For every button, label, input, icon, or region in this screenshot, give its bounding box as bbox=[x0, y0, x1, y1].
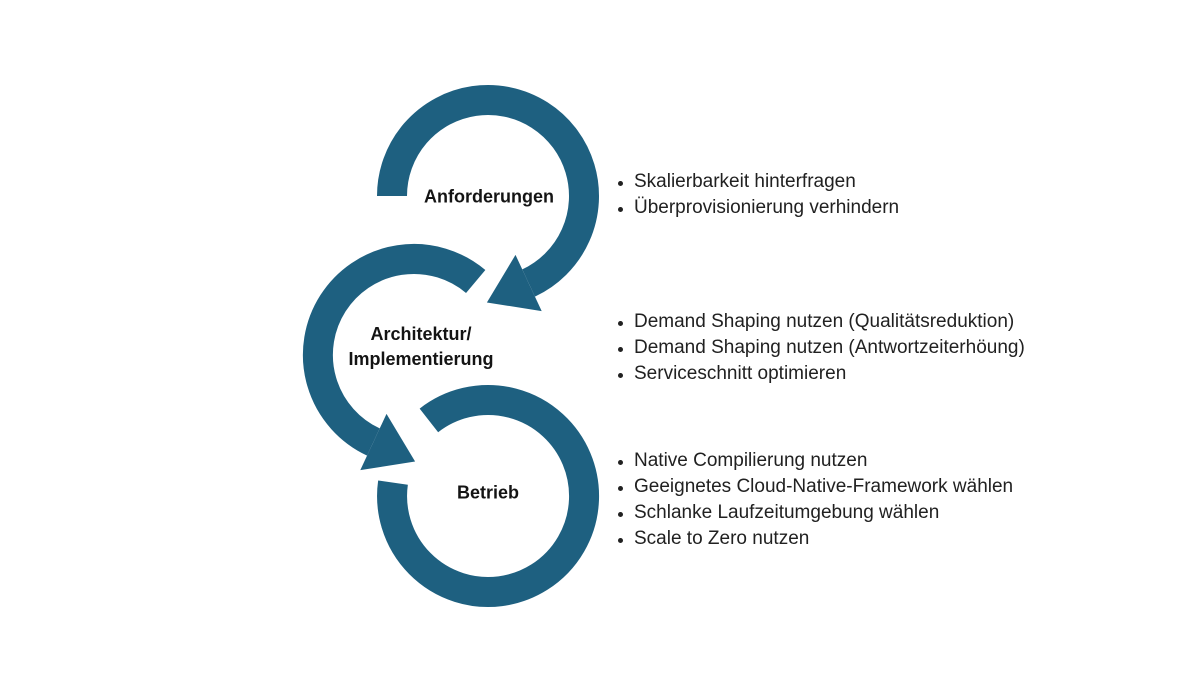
list-item: Demand Shaping nutzen (Qualitätsreduktio… bbox=[618, 309, 1025, 335]
cycle-arc-2 bbox=[302, 244, 486, 456]
stage-label-line: Betrieb bbox=[456, 482, 520, 503]
bullet-icon bbox=[618, 320, 623, 326]
bullet-label: Native Compilierung nutzen bbox=[634, 450, 868, 471]
cycle-arrow-anforderungen bbox=[377, 85, 599, 312]
bullet-list-anforderungen: Skalierbarkeit hinterfragen Überprovisio… bbox=[618, 169, 899, 221]
bullet-label: Skalierbarkeit hinterfragen bbox=[634, 171, 856, 192]
bullet-icon bbox=[618, 511, 623, 517]
bullet-icon bbox=[618, 180, 623, 186]
list-item: Schlanke Laufzeitumgebung wählen bbox=[618, 500, 1013, 526]
list-item: Geeignetes Cloud-Native-Framework wählen bbox=[618, 474, 1013, 500]
bullet-icon bbox=[618, 537, 623, 543]
stage-label-anforderungen: Anforderungen bbox=[424, 185, 554, 210]
arrowhead-icon-1 bbox=[486, 254, 542, 312]
bullet-icon bbox=[618, 459, 623, 465]
stage-label-architektur-implementierung: Architektur/ Implementierung bbox=[348, 322, 493, 372]
bullet-label: Überprovisionierung verhindern bbox=[634, 197, 900, 218]
list-item: Demand Shaping nutzen (Antwortzeiterhöun… bbox=[618, 335, 1025, 361]
stage-label-line: Implementierung bbox=[348, 349, 494, 369]
list-item: Native Compilierung nutzen bbox=[618, 448, 1013, 474]
stage-label-betrieb: Betrieb bbox=[457, 481, 519, 506]
stage-label-line: Anforderungen bbox=[424, 186, 554, 207]
bullet-label: Schlanke Laufzeitumgebung wählen bbox=[634, 502, 940, 523]
bullet-icon bbox=[618, 485, 623, 491]
list-item: Scale to Zero nutzen bbox=[618, 526, 1013, 552]
cycle-arc-1 bbox=[377, 85, 599, 297]
list-item: Überprovisionierung verhindern bbox=[618, 195, 899, 221]
bullet-label: Demand Shaping nutzen (Antwortzeiterhöun… bbox=[634, 337, 1025, 358]
bullet-icon bbox=[618, 346, 623, 352]
bullet-list-architektur-implementierung: Demand Shaping nutzen (Qualitätsreduktio… bbox=[618, 309, 1025, 387]
stage-label-line: Architektur/ bbox=[370, 324, 472, 344]
bullet-icon bbox=[618, 206, 623, 212]
cycle-arrow-architektur bbox=[302, 244, 486, 471]
bullet-list-betrieb: Native Compilierung nutzen Geeignetes Cl… bbox=[618, 448, 1013, 552]
list-item: Serviceschnitt optimieren bbox=[618, 361, 1025, 387]
bullet-icon bbox=[618, 372, 623, 378]
bullet-label: Scale to Zero nutzen bbox=[634, 528, 810, 549]
bullet-label: Geeignetes Cloud-Native-Framework wählen bbox=[634, 476, 1014, 497]
list-item: Skalierbarkeit hinterfragen bbox=[618, 169, 899, 195]
cycle-arc-3 bbox=[377, 385, 600, 607]
arrowhead-icon-2 bbox=[360, 413, 416, 471]
bullet-label: Serviceschnitt optimieren bbox=[634, 363, 847, 384]
cycle-arrow-betrieb bbox=[377, 385, 600, 607]
bullet-label: Demand Shaping nutzen (Qualitätsreduktio… bbox=[634, 311, 1015, 332]
